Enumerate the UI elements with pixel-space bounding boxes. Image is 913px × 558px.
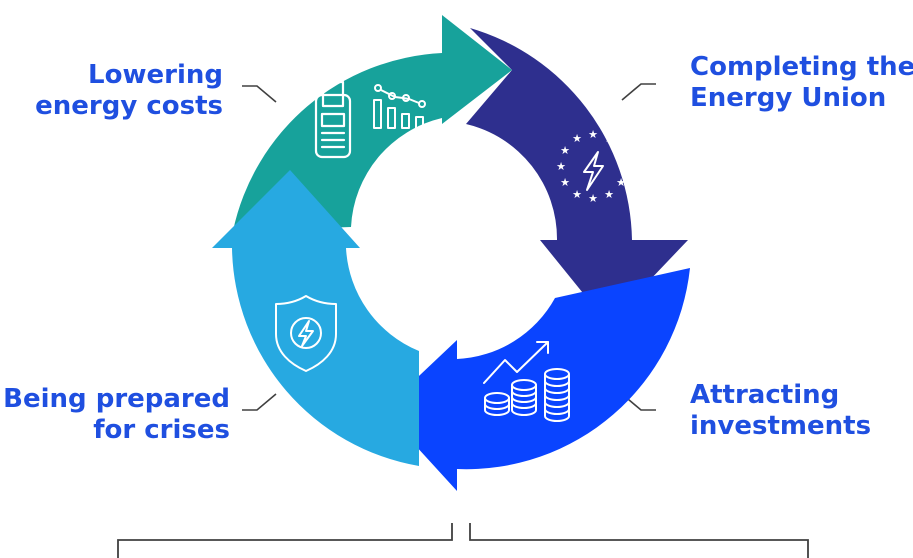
shield-outline — [275, 295, 337, 372]
label-prepared-line1: Being prepared — [3, 384, 230, 414]
svg-text:★: ★ — [572, 188, 582, 201]
bottom-bracket — [117, 523, 809, 558]
svg-text:★: ★ — [560, 176, 570, 189]
svg-text:★: ★ — [556, 160, 566, 173]
svg-text:★: ★ — [620, 160, 630, 173]
label-attracting-line1: Attracting — [690, 380, 840, 410]
rising-trend-line — [483, 341, 549, 384]
shield-inner-circle — [290, 317, 322, 349]
label-lowering-line2: energy costs — [35, 91, 223, 121]
leader-line-lowering — [242, 85, 277, 103]
leader-lines — [242, 83, 656, 411]
svg-text:★: ★ — [560, 144, 570, 157]
label-energy-union-line1: Completing the — [690, 52, 913, 82]
lightning-bolt — [583, 151, 604, 191]
coin-stack-tall — [544, 368, 570, 422]
svg-text:★: ★ — [572, 132, 582, 145]
svg-text:★: ★ — [616, 144, 626, 157]
coin-stack-small — [484, 392, 510, 416]
svg-text:★: ★ — [588, 192, 598, 205]
segment-attracting-investments — [383, 268, 690, 491]
eu-stars-lightning-icon: ★ ★ ★ ★ ★ ★ ★ ★ ★ ★ ★ ★ — [556, 128, 630, 205]
leader-line-energy-union — [621, 83, 656, 101]
label-prepared-line2: for crises — [93, 415, 230, 445]
label-lowering-line1: Lowering — [88, 60, 223, 90]
label-completing-energy-union: Completing the Energy Union — [690, 52, 913, 114]
trend-arrow-head — [536, 341, 549, 354]
svg-text:★: ★ — [604, 132, 614, 145]
leader-line-prepared — [242, 393, 277, 411]
shield-lightning-icon — [275, 295, 337, 372]
segment-lowering-energy-costs — [233, 15, 512, 231]
svg-text:★: ★ — [588, 128, 598, 141]
payment-terminal-icon — [314, 80, 352, 159]
declining-chart-icon — [373, 84, 426, 129]
shield-lightning-bolt — [298, 320, 314, 347]
eu-stars-ring: ★ ★ ★ ★ ★ ★ ★ ★ ★ ★ ★ ★ — [556, 128, 630, 205]
label-lowering-energy-costs: Lowering energy costs — [35, 60, 223, 122]
segment-completing-energy-union — [466, 28, 688, 324]
label-being-prepared-for-crises: Being prepared for crises — [3, 384, 230, 446]
label-attracting-investments: Attracting investments — [690, 380, 871, 442]
label-energy-union-line2: Energy Union — [690, 83, 887, 113]
svg-text:★: ★ — [604, 188, 614, 201]
coin-stacks-rising-trend-icon — [483, 341, 570, 422]
coin-stack-medium — [511, 379, 537, 416]
label-attracting-line2: investments — [690, 411, 872, 441]
svg-text:★: ★ — [616, 176, 626, 189]
segment-being-prepared — [212, 170, 419, 466]
